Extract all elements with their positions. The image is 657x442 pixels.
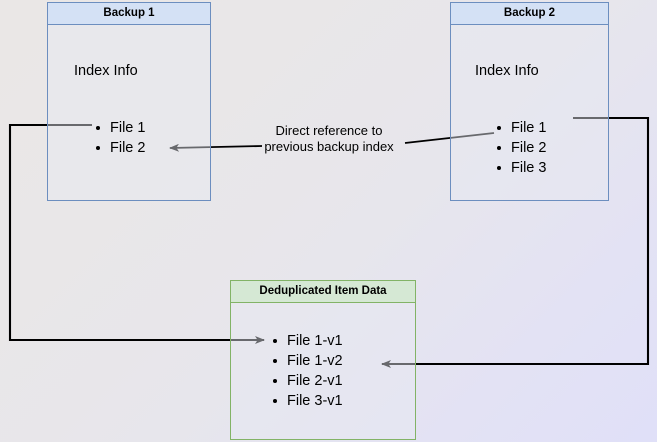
list-item[interactable]: File 2-v1 (273, 371, 343, 391)
list-item[interactable]: File 2 (96, 138, 145, 158)
node-deduplicated-item-data[interactable]: Deduplicated Item Data File 1-v1 File 1-… (230, 280, 416, 440)
list-item-label: File 1 (110, 120, 146, 136)
bullet-icon (273, 339, 277, 343)
list-item[interactable]: File 3-v1 (273, 391, 343, 411)
backup-2-file-list: File 1 File 2 File 3 (497, 118, 546, 178)
edge-label-line-1: Direct reference to (275, 123, 383, 138)
list-item-label: File 1-v2 (287, 353, 343, 369)
node-backup-2-header: Backup 2 (451, 3, 608, 25)
list-item-label: File 2 (110, 140, 146, 156)
dedup-file-list: File 1-v1 File 1-v2 File 2-v1 File 3-v1 (273, 331, 343, 411)
list-item[interactable]: File 1-v1 (273, 331, 343, 351)
list-item-label: File 3-v1 (287, 393, 343, 409)
backup-1-index-info-label: Index Info (74, 63, 138, 79)
list-item-label: File 2-v1 (287, 373, 343, 389)
bullet-icon (497, 126, 501, 130)
backup-2-index-info-label: Index Info (475, 63, 539, 79)
node-backup-1-body: Index Info File 1 File 2 (48, 25, 210, 200)
list-item[interactable]: File 1 (497, 118, 546, 138)
bullet-icon (497, 166, 501, 170)
bullet-icon (273, 359, 277, 363)
node-backup-2-body: Index Info File 1 File 2 File 3 (451, 25, 608, 200)
edge-label-line-2: previous backup index (264, 139, 394, 154)
node-dedup-body: File 1-v1 File 1-v2 File 2-v1 File 3-v1 (231, 303, 415, 439)
list-item-label: File 1-v1 (287, 333, 343, 349)
bullet-icon (96, 126, 100, 130)
node-dedup-header: Deduplicated Item Data (231, 281, 415, 303)
list-item[interactable]: File 1-v2 (273, 351, 343, 371)
list-item[interactable]: File 1 (96, 118, 145, 138)
bullet-icon (497, 146, 501, 150)
list-item-label: File 2 (511, 140, 547, 156)
list-item[interactable]: File 3 (497, 158, 546, 178)
bullet-icon (273, 379, 277, 383)
bullet-icon (273, 399, 277, 403)
list-item[interactable]: File 2 (497, 138, 546, 158)
list-item-label: File 1 (511, 120, 547, 136)
bullet-icon (96, 146, 100, 150)
backup-1-file-list: File 1 File 2 (96, 118, 145, 158)
node-backup-2[interactable]: Backup 2 Index Info File 1 File 2 File 3 (450, 2, 609, 201)
edge-label-direct-reference: Direct reference to previous backup inde… (249, 123, 409, 155)
node-backup-1[interactable]: Backup 1 Index Info File 1 File 2 (47, 2, 211, 201)
node-backup-1-header: Backup 1 (48, 3, 210, 25)
list-item-label: File 3 (511, 160, 547, 176)
